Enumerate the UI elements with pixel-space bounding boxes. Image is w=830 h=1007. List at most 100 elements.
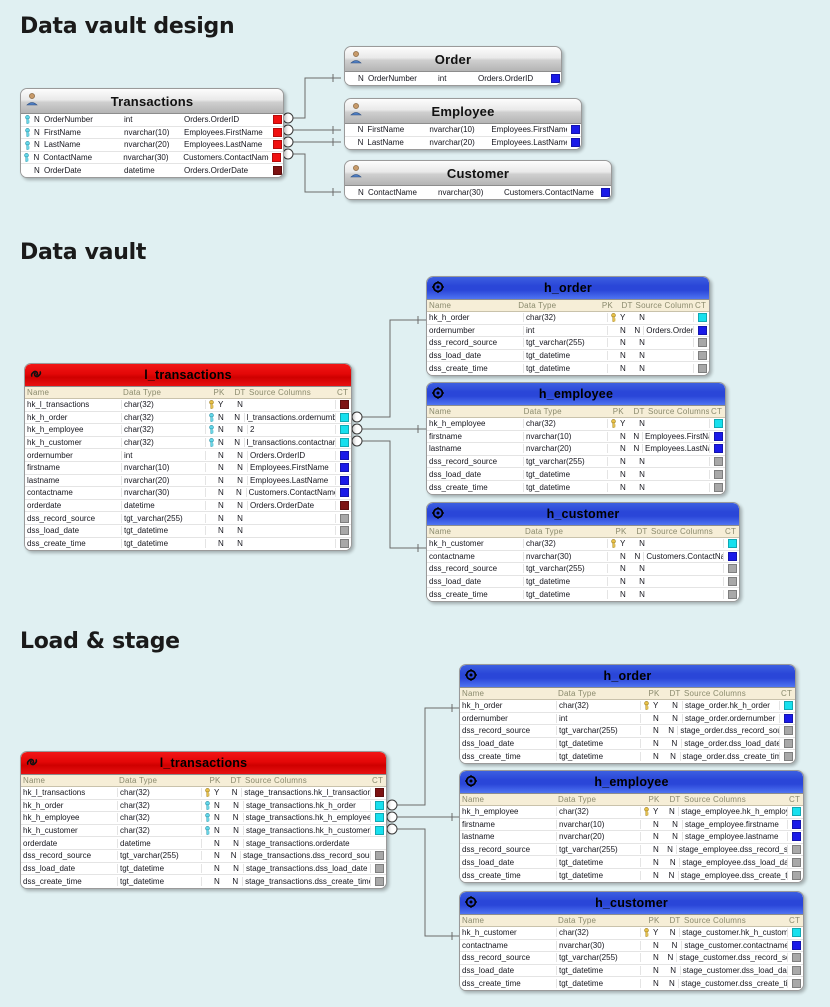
pk-cell: N bbox=[640, 832, 666, 842]
header-dt: DT bbox=[669, 795, 681, 804]
attribute-source: stage_transactions.hk_h_customer bbox=[242, 826, 370, 836]
pk-cell: N bbox=[640, 726, 663, 736]
entity-header: Employee bbox=[345, 99, 581, 124]
pk-cell: N bbox=[640, 870, 663, 880]
header-pk: PK bbox=[213, 388, 225, 397]
dt-cell: N bbox=[668, 726, 675, 736]
color-swatch bbox=[375, 788, 385, 798]
header-ct: CT bbox=[789, 795, 801, 804]
header-pk: PK bbox=[615, 527, 627, 536]
dt-cell: N bbox=[237, 425, 243, 435]
attribute-name: dss_load_date bbox=[429, 351, 482, 361]
attribute-name: hk_h_customer bbox=[23, 826, 78, 836]
key-cell bbox=[345, 138, 356, 147]
attribute-source: stage_order.hk_h_order bbox=[682, 701, 779, 711]
attribute-source: stage_customer.dss_record_source bbox=[676, 953, 787, 963]
attribute-type: int bbox=[121, 450, 205, 460]
attribute-name: dss_record_source bbox=[462, 845, 531, 855]
attribute-row[interactable]: firstnamenvarchar(10)NNEmployees.FirstNa… bbox=[427, 431, 725, 444]
attribute-color bbox=[779, 752, 795, 762]
person-icon bbox=[349, 50, 363, 64]
dt-cell: N bbox=[667, 953, 674, 963]
key-cell bbox=[21, 128, 32, 137]
header-dt: DT bbox=[636, 527, 648, 536]
section-title-data-vault: Data vault bbox=[20, 240, 147, 265]
